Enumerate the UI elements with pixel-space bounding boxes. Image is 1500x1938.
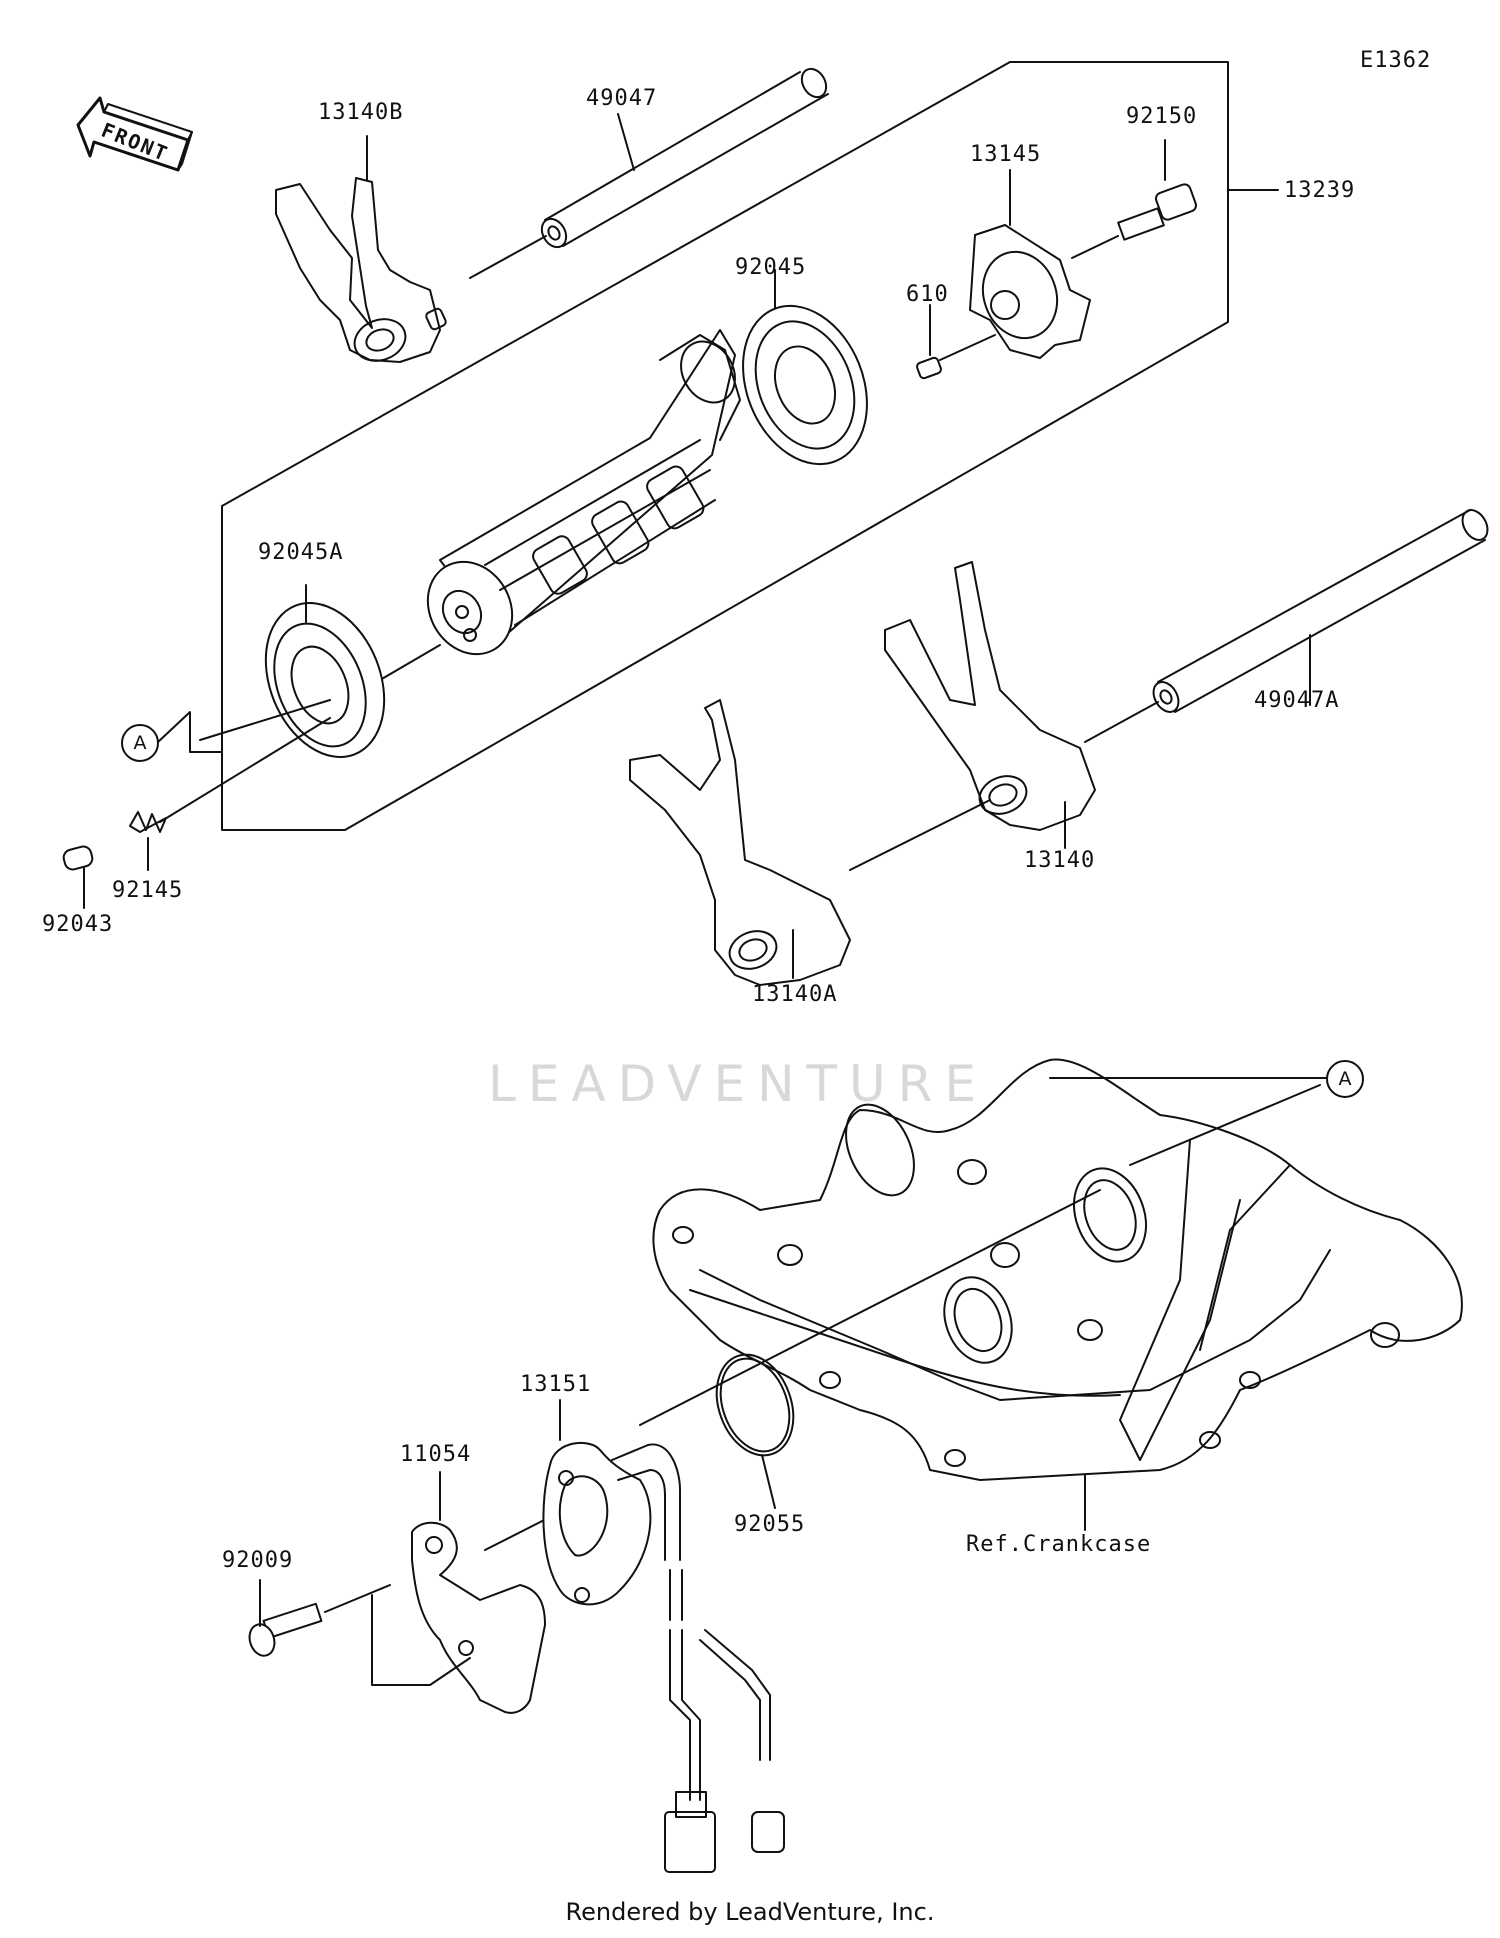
- spring-92145: [129, 811, 167, 871]
- part-label-13239: 13239: [1284, 178, 1356, 203]
- front-arrow-icon: [76, 96, 193, 172]
- o-ring-92055: [715, 1353, 795, 1509]
- part-label-610: 610: [906, 282, 949, 307]
- part-label-11054: 11054: [400, 1442, 472, 1467]
- shift-fork-13140: [884, 561, 1096, 849]
- part-label-ref-crankcase: Ref.Crankcase: [966, 1532, 1152, 1557]
- part-label-92045: 92045: [735, 255, 807, 280]
- assembly-outline-13239: [221, 61, 1229, 831]
- part-label-49047A: 49047A: [1254, 688, 1340, 713]
- part-label-13140B: 13140B: [318, 100, 404, 125]
- pin-610: [916, 304, 996, 380]
- part-label-92045A: 92045A: [258, 540, 344, 565]
- shift-rod-49047: [469, 67, 829, 279]
- gear-position-sensor-13151: [542, 1399, 785, 1873]
- footer-credit: Rendered by LeadVenture, Inc.: [565, 1898, 935, 1926]
- part-label-92009: 92009: [222, 1548, 294, 1573]
- callout-a-right: A: [1326, 1060, 1364, 1098]
- bearing-92045A: [264, 584, 386, 758]
- part-label-92145: 92145: [112, 878, 184, 903]
- part-label-92150: 92150: [1126, 104, 1198, 129]
- plate-11054: [371, 1471, 546, 1714]
- shift-fork-13140A: [629, 699, 991, 986]
- part-label-13145: 13145: [970, 142, 1042, 167]
- callout-a-left: A: [121, 724, 159, 762]
- watermark: LEADVENTURE: [488, 1055, 988, 1113]
- pin-92043: [62, 845, 94, 909]
- bolt-92150: [1071, 139, 1198, 259]
- shift-rod-49047A: [1084, 509, 1489, 743]
- part-label-49047: 49047: [586, 86, 658, 111]
- part-label-92043: 92043: [42, 912, 114, 937]
- shift-drum: [379, 329, 741, 681]
- part-label-92055: 92055: [734, 1512, 806, 1537]
- part-label-13140A: 13140A: [752, 982, 838, 1007]
- stopper-13145: [969, 169, 1091, 359]
- diagram-code: E1362: [1360, 48, 1432, 73]
- crankcase: [652, 1058, 1463, 1531]
- part-label-13140: 13140: [1024, 848, 1096, 873]
- bolt-92009: [248, 1579, 391, 1657]
- bearing-92045: [742, 269, 868, 466]
- part-label-13151: 13151: [520, 1372, 592, 1397]
- shift-fork-13140B: [275, 135, 447, 363]
